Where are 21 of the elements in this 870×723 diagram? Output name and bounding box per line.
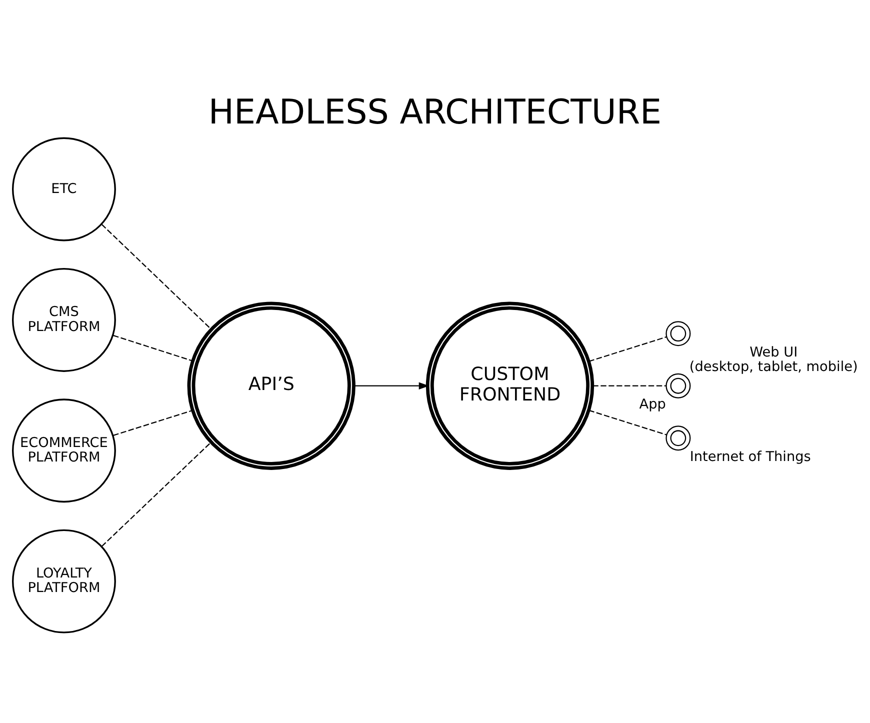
connector — [113, 409, 193, 436]
node-circle: CMS PLATFORM — [12, 267, 116, 372]
diagram-title: HEADLESS ARCHITECTURE — [208, 92, 662, 132]
connector — [101, 224, 212, 329]
node-label: (desktop, tablet, mobile) — [689, 358, 858, 375]
node-circle: CUSTOM FRONTEND — [426, 301, 594, 470]
connector — [101, 441, 212, 546]
node-circle — [666, 425, 691, 450]
node-label: Internet of Things — [690, 448, 811, 464]
node-circle: ECOMMERCE PLATFORM — [12, 398, 116, 502]
node-circle: LOYALTY PLATFORM — [12, 528, 116, 633]
node-label: Web UI — [750, 344, 798, 360]
node-circle: ETC — [12, 136, 116, 241]
node-circle — [666, 320, 691, 346]
connector — [113, 334, 193, 361]
node-circle — [666, 372, 691, 398]
connector — [588, 409, 667, 435]
connector — [588, 336, 667, 362]
connector — [592, 384, 666, 386]
node-label: App — [639, 396, 666, 412]
node-circle: API’S — [187, 301, 356, 470]
